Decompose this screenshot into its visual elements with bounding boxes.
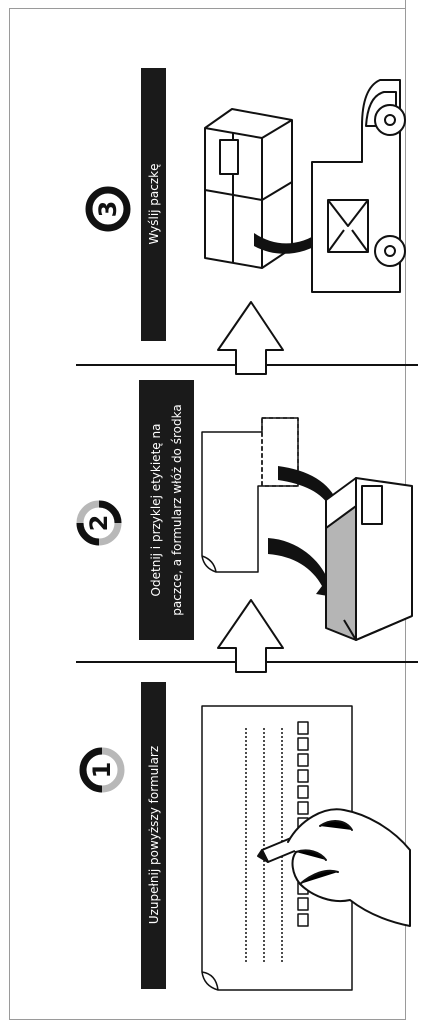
step-1-label-line-1: Uzupełnij powyższy formularz xyxy=(147,746,161,924)
step-1: 1 Uzupełnij powyższy formularz xyxy=(83,682,410,990)
flow-up-arrow-icon xyxy=(218,302,283,374)
open-parcel-icon xyxy=(326,478,412,640)
step-3-label-line-1: Wyślij paczkę xyxy=(147,163,161,244)
step-3-number: 3 xyxy=(94,201,122,218)
step-2-label-line-2: paczce, a formularz włóż do środka xyxy=(170,404,184,615)
step-1-number: 1 xyxy=(88,762,116,779)
step-1-badge: 1 xyxy=(83,751,121,789)
divider-2-3 xyxy=(76,302,418,374)
delivery-van-icon xyxy=(312,80,405,292)
step-2: 2 Odetnij i przyklej etykietę na paczce,… xyxy=(80,380,412,640)
step-3: 3 Wyślij paczkę xyxy=(89,68,405,341)
step-3-label: Wyślij paczkę xyxy=(141,68,166,341)
step-1-label: Uzupełnij powyższy formularz xyxy=(141,682,166,989)
step-2-label: Odetnij i przyklej etykietę na paczce, a… xyxy=(139,380,194,640)
step-3-badge: 3 xyxy=(89,190,127,228)
step-2-label-line-1: Odetnij i przyklej etykietę na xyxy=(149,424,163,597)
step-2-number: 2 xyxy=(85,515,113,532)
step-2-badge: 2 xyxy=(80,504,118,542)
